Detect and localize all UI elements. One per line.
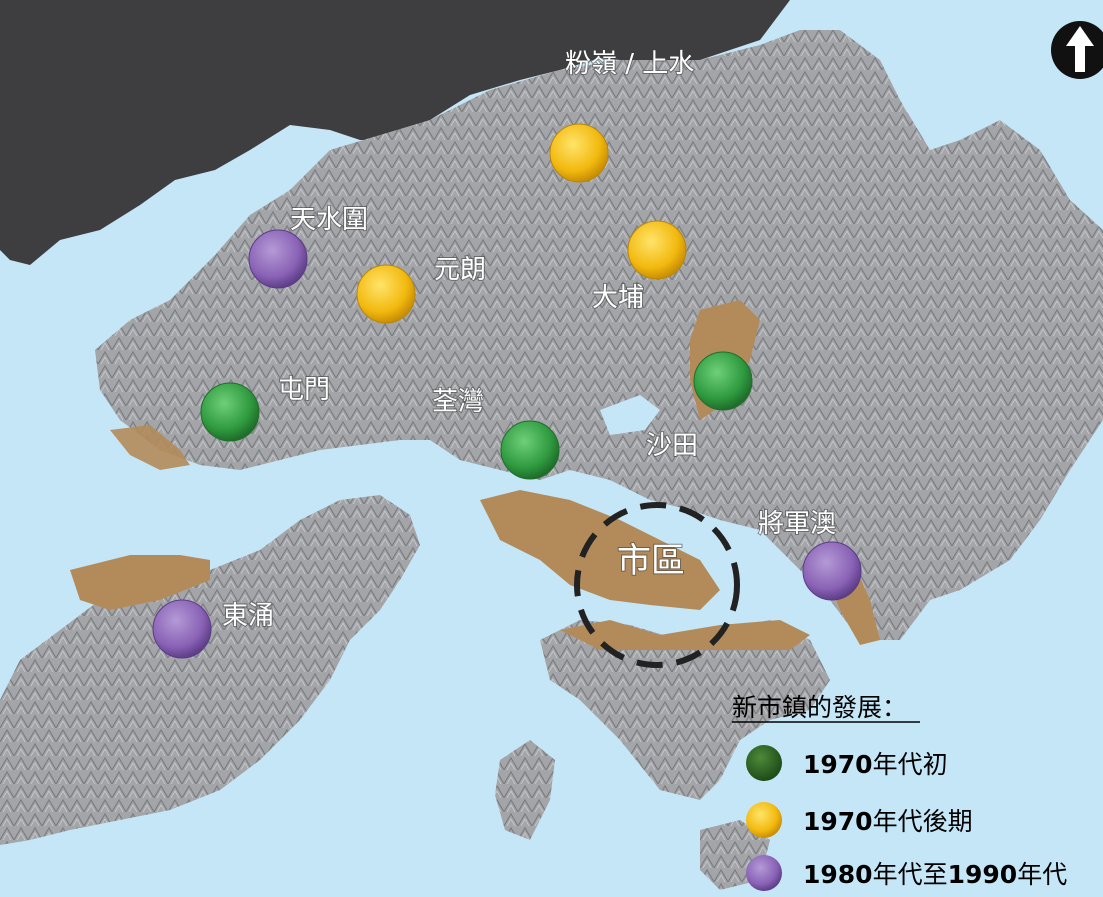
marker-tinshuiwai[interactable] <box>248 229 308 289</box>
urban-area-circle <box>574 502 740 668</box>
label-tsuenwan: 荃灣 <box>432 387 484 417</box>
lantau-island <box>0 495 420 845</box>
legend-title: 新市鎮的發展： <box>732 693 907 722</box>
label-tungchung: 東涌 <box>222 601 274 631</box>
label-urban: 市區 <box>617 541 685 581</box>
marker-tungchung[interactable] <box>152 599 212 659</box>
lamma-island <box>495 740 555 840</box>
reclaimed-tuenmun <box>110 425 190 470</box>
label-tko: 將軍澳 <box>758 509 836 539</box>
legend: 新市鎮的發展： 1970年代初 1970年代後期 1980年代至1990年代 <box>732 693 1067 891</box>
new-territories-land <box>95 30 1103 640</box>
reclaimed-kowloon <box>480 490 720 610</box>
label-tinshuiwai: 天水圍 <box>290 205 368 235</box>
marker-shatin[interactable] <box>693 351 753 411</box>
label-taipo: 大埔 <box>592 283 644 313</box>
legend-swatch-late-1970s <box>746 802 782 838</box>
marker-tko[interactable] <box>802 541 862 601</box>
legend-label-1980s-1990s: 1980年代至1990年代 <box>803 860 1067 889</box>
reclaimed-chek-lap-kok <box>70 555 210 610</box>
marker-taipo[interactable] <box>627 220 687 280</box>
hong-kong-island <box>540 620 830 800</box>
legend-label-late-1970s: 1970年代後期 <box>803 807 973 836</box>
label-tuenmun: 屯門 <box>278 375 330 405</box>
marker-yuenlong[interactable] <box>356 264 416 324</box>
marker-tsuenwan[interactable] <box>500 420 560 480</box>
reclaimed-hk-north-shore <box>560 620 810 650</box>
label-yuenlong: 元朗 <box>434 255 486 285</box>
north-arrow-icon <box>1051 21 1103 79</box>
label-shatin: 沙田 <box>646 431 698 461</box>
marker-fanling[interactable] <box>549 123 609 183</box>
label-fanling: 粉嶺 / 上水 <box>565 49 694 79</box>
marker-tuenmun[interactable] <box>200 382 260 442</box>
legend-swatch-1980s-1990s <box>746 855 782 891</box>
legend-swatch-early-1970s <box>746 745 782 781</box>
shing-mun-river <box>600 395 660 435</box>
legend-label-early-1970s: 1970年代初 <box>803 750 948 779</box>
